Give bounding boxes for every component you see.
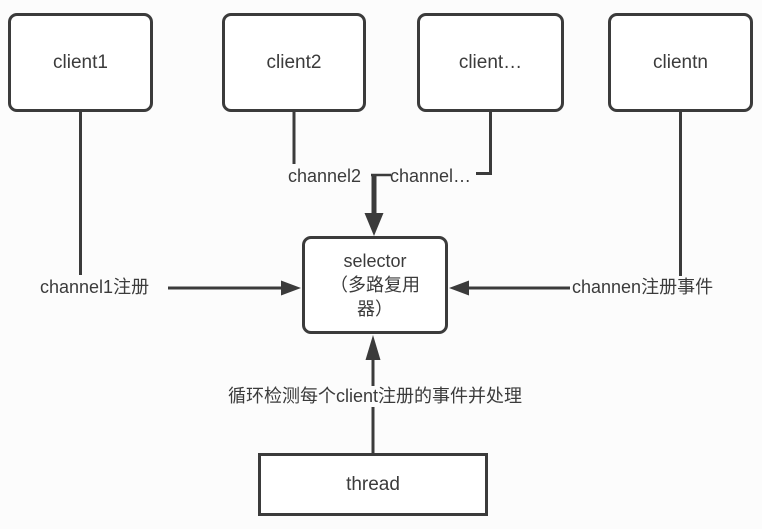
- node-thread: thread: [258, 453, 488, 516]
- node-client2-label: client2: [266, 51, 322, 73]
- node-selector-label: selector （多路复用 器）: [330, 251, 420, 319]
- label-channeln-register-event: channen注册事件: [572, 277, 714, 297]
- node-clientn-label: clientn: [653, 51, 708, 73]
- node-thread-label: thread: [346, 473, 400, 495]
- label-channel2: channel2: [288, 166, 362, 186]
- arrowhead-into-selector-top: [364, 213, 384, 236]
- label-channel1-register: channel1注册: [40, 277, 150, 297]
- label-channel-ellipsis: channel…: [390, 166, 472, 186]
- arrowhead-into-selector-right: [449, 280, 469, 296]
- arrowhead-into-selector-left: [281, 280, 301, 296]
- node-clientn: clientn: [608, 13, 753, 112]
- node-selector: selector （多路复用 器）: [302, 236, 448, 334]
- node-client-ellipsis: client…: [417, 13, 564, 112]
- label-loop-detect-events: 循环检测每个client注册的事件并处理: [224, 386, 526, 407]
- node-client1-label: client1: [53, 51, 108, 73]
- arrowhead-into-selector-bottom: [365, 335, 381, 360]
- edge-clientmore-channelmore-elbow: [476, 112, 492, 175]
- node-client2: client2: [222, 13, 366, 112]
- node-client1: client1: [8, 13, 153, 112]
- node-client-ellipsis-label: client…: [458, 51, 523, 73]
